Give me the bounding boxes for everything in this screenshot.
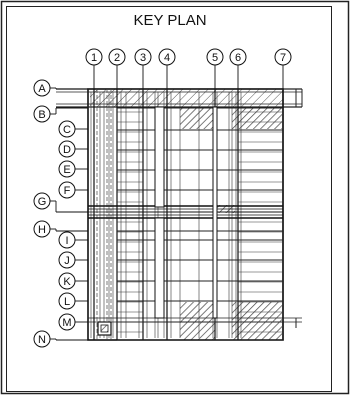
row-bubble-L-circle — [58, 292, 76, 310]
row-bubble-A-circle — [33, 79, 51, 97]
inner-border — [6, 6, 332, 392]
column-bubble-2-label: 2 — [114, 52, 120, 64]
row-bubble-C-label: C — [63, 124, 71, 136]
stair-box-inner — [100, 324, 109, 333]
row-bubble-A-label: A — [38, 83, 46, 95]
column-bubble-1-circle — [85, 48, 103, 66]
row-bubble-N-circle — [33, 330, 51, 348]
row-bubble-M-label: M — [62, 317, 71, 329]
row-bubble-M-circle — [58, 313, 76, 331]
core-wall-right — [212, 106, 218, 319]
row-bubble-B-label: B — [38, 109, 45, 121]
row-bubble-G-label: G — [38, 196, 47, 208]
column-bubble-2-circle — [108, 48, 126, 66]
column-bubble-5-label: 5 — [212, 52, 218, 64]
column-bubble-4-label: 4 — [164, 52, 170, 64]
column-bubble-6-label: 6 — [235, 52, 241, 64]
hatch-band-top — [90, 89, 283, 107]
column-bubble-4-circle — [158, 48, 176, 66]
column-bubble-7-label: 7 — [280, 52, 286, 64]
row-bubble-B-circle — [33, 105, 51, 123]
row-bubble-D-label: D — [63, 144, 71, 156]
column-bubble-3-circle — [134, 48, 152, 66]
hatch-bottom-left — [180, 302, 215, 340]
row-bubble-J-label: J — [64, 255, 70, 267]
row-bubble-I-label: I — [65, 235, 68, 247]
floor-plan — [50, 65, 303, 341]
row-bubble-F-circle — [58, 181, 76, 199]
row-bubble-G-circle — [33, 192, 51, 210]
row-bubble-E-label: E — [63, 164, 70, 176]
column-bubble-7-circle — [274, 48, 292, 66]
row-bubble-H-circle — [33, 220, 51, 238]
hatch-top-right — [232, 107, 282, 129]
row-bubble-K-circle — [58, 272, 76, 290]
row-bubble-C-circle — [58, 120, 76, 138]
row-bubble-I-circle — [58, 231, 76, 249]
row-bubble-D-circle — [58, 140, 76, 158]
column-bubble-5-circle — [206, 48, 224, 66]
row-bubble-J-circle — [58, 251, 76, 269]
hatch-bottom-right — [232, 302, 282, 340]
row-bubble-L-label: L — [64, 296, 70, 308]
column-bubble-1-label: 1 — [91, 52, 97, 64]
drawing-title: KEY PLAN — [133, 12, 206, 29]
column-bubble-6-circle — [229, 48, 247, 66]
core-wall-top — [154, 106, 165, 208]
hatch-top-left — [180, 107, 215, 129]
column-bubble-3-label: 3 — [140, 52, 146, 64]
row-bubble-E-circle — [58, 160, 76, 178]
row-bubble-K-label: K — [63, 276, 71, 288]
row-bubble-N-label: N — [38, 334, 46, 346]
row-bubble-F-label: F — [64, 185, 71, 197]
core-wall-bottom — [154, 217, 165, 319]
row-bubble-H-label: H — [38, 224, 46, 236]
